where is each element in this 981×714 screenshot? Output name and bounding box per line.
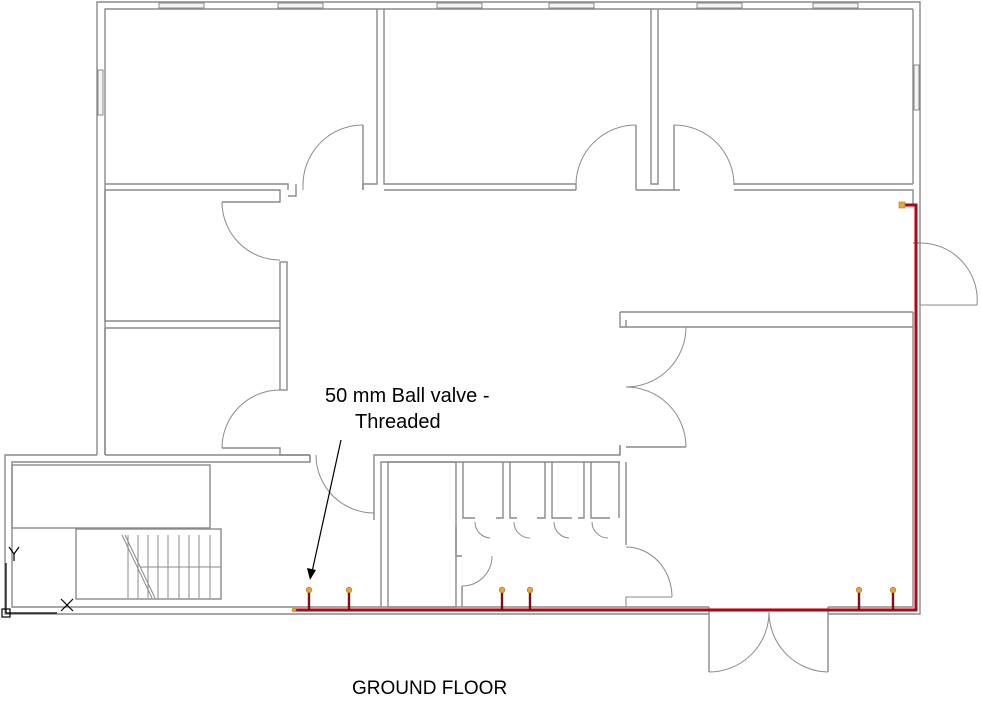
stair-hall (11, 464, 222, 600)
riser-6 (889, 586, 897, 610)
windows (97, 2, 920, 116)
room-left-upper (104, 190, 280, 329)
ucs-axis-icon (1, 546, 74, 618)
callout-line-2: Threaded (355, 411, 441, 433)
drawing-title: GROUND FLOOR (352, 678, 508, 699)
office-top-left (105, 9, 378, 197)
stair-treads (127, 535, 221, 598)
east-door (913, 242, 978, 306)
riser-3 (498, 586, 506, 610)
pipe-risers (291, 586, 897, 613)
callout-line-1: 50 mm Ball valve - (325, 385, 490, 407)
ball-valve-start (305, 586, 313, 594)
riser-2 (345, 586, 353, 610)
callout-leader-arrow (307, 439, 342, 580)
exterior-walls (4, 1, 921, 615)
office-top-right (673, 124, 914, 205)
office-top-middle (383, 9, 680, 191)
central-corridor (105, 189, 913, 607)
south-entrance-door (708, 607, 829, 673)
water-pipe-run (293, 201, 918, 612)
ball-valve-callout: 50 mm Ball valve - Threaded (325, 383, 490, 435)
riser-4 (526, 586, 534, 610)
valve-end-fitting (898, 201, 906, 209)
riser-5 (855, 586, 863, 610)
riser-1 (305, 586, 313, 610)
toilet-block (387, 461, 673, 608)
